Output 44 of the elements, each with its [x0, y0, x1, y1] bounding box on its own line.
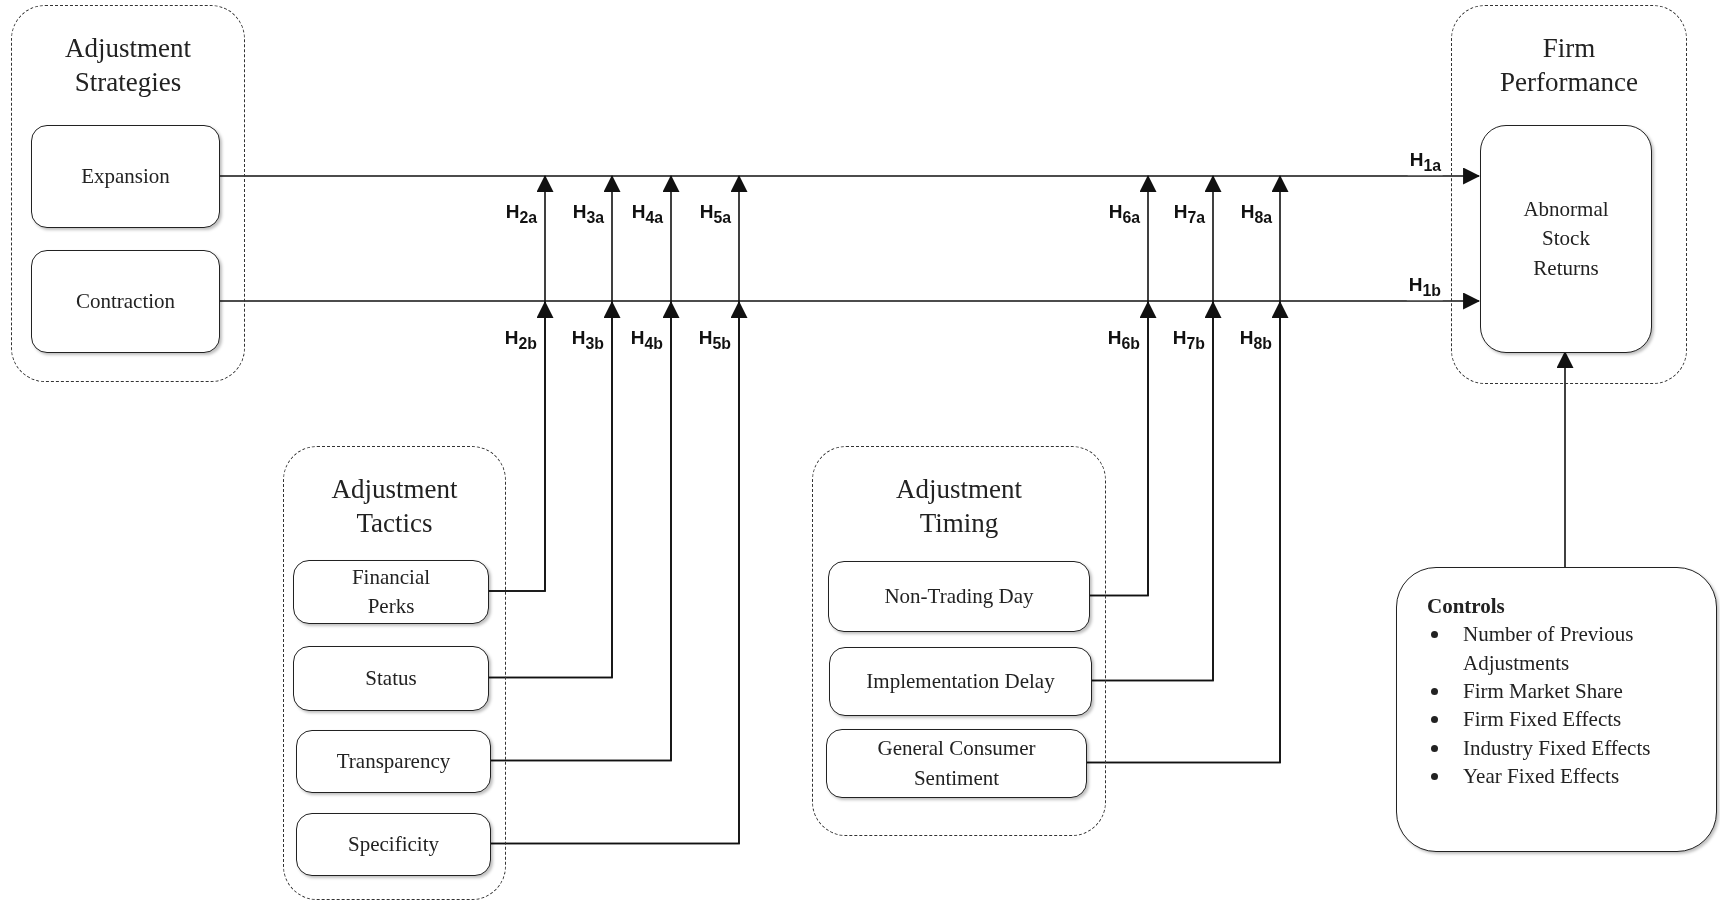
group-heading: Adjustment Tactics	[330, 473, 459, 540]
box-text: Specificity	[348, 830, 439, 858]
arrow	[1090, 300, 1222, 682]
box-text: Expansion	[81, 162, 170, 190]
box-text: Implementation Delay	[866, 667, 1055, 695]
box-text: Status	[365, 664, 417, 692]
variable-box	[31, 125, 220, 228]
arrow	[487, 300, 554, 592]
group-heading: Adjustment Timing	[895, 473, 1023, 540]
control-item: Number of Previous Adjustments	[1463, 621, 1635, 677]
variable-box	[1480, 125, 1652, 353]
controls-heading: Controls	[1427, 593, 1506, 620]
variable-box	[296, 813, 491, 876]
box-text: Abnormal Stock Returns	[1522, 195, 1610, 282]
arrow	[487, 300, 621, 679]
box-text: Non-Trading Day	[884, 582, 1034, 610]
control-item: Industry Fixed Effects	[1463, 734, 1651, 762]
group-heading: Firm Performance	[1499, 32, 1639, 99]
control-item: Firm Market Share	[1463, 678, 1623, 706]
dashed-group-frame	[812, 446, 1106, 836]
arrow	[218, 167, 1481, 185]
variable-box	[828, 561, 1090, 632]
variable-box	[293, 646, 489, 711]
box-text: Contraction	[75, 287, 176, 315]
variable-box	[296, 730, 491, 793]
variable-box	[31, 250, 220, 353]
control-item: Year Fixed Effects	[1463, 763, 1620, 791]
arrow	[1088, 300, 1157, 597]
group-heading: Adjustment Strategies	[64, 32, 192, 99]
arrow	[218, 292, 1481, 310]
variable-box	[829, 647, 1092, 716]
arrow	[489, 300, 748, 845]
control-item: Firm Fixed Effects	[1463, 706, 1622, 734]
dashed-group-frame	[11, 5, 245, 382]
box-text: General Consumer Sentiment	[876, 735, 1037, 792]
controls-box	[1396, 567, 1717, 852]
variable-box	[826, 729, 1087, 798]
dashed-group-frame	[283, 446, 506, 900]
box-text: Financial Perks	[350, 563, 432, 620]
box-text: Transparency	[336, 747, 451, 775]
arrow	[489, 300, 680, 762]
dashed-group-frame	[1451, 5, 1687, 384]
variable-box	[293, 560, 489, 624]
arrow	[1085, 300, 1289, 764]
